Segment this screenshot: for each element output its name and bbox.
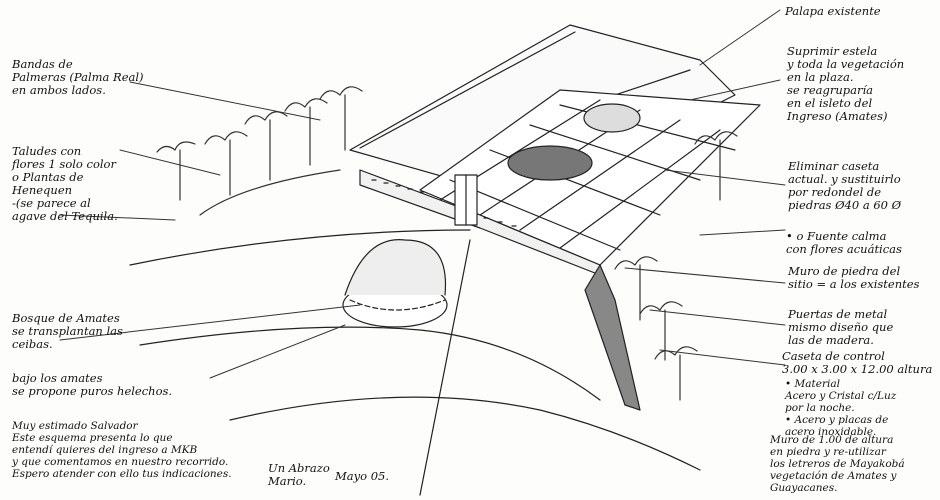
note-puertas-metal: Puertas de metal mismo diseño que las de… xyxy=(788,307,894,347)
note-bajo-amates: bajo los amates se propone puros helecho… xyxy=(12,371,173,398)
note-muro-final: Muro de 1.00 de altura en piedra y re-ut… xyxy=(770,434,905,494)
note-muro-piedra: Muro de piedra del sitio = a los existen… xyxy=(788,264,920,291)
note-taludes: Taludes con flores 1 solo color o Planta… xyxy=(12,144,118,223)
palm-band-left xyxy=(156,86,363,216)
leader-lines xyxy=(59,9,786,379)
note-fuente: • o Fuente calma con flores acuáticas xyxy=(786,229,902,256)
palm-band-right xyxy=(614,131,738,401)
note-eliminar-caseta: Eliminar caseta actual. y sustituirlo po… xyxy=(788,159,902,212)
note-bosque-amates: Bosque de Amates se transplantan las cei… xyxy=(12,311,123,351)
note-material: • Material Acero y Cristal c/Luz por la … xyxy=(785,378,897,438)
note-palapa: Palapa existente xyxy=(785,4,881,18)
oval-fountain xyxy=(507,145,593,181)
note-suprimir-estela: Suprimir estela y toda la vegetación en … xyxy=(787,44,905,123)
note-letter: Muy estimado Salvador Este esquema prese… xyxy=(12,420,232,480)
note-date: Mayo 05. xyxy=(335,469,389,483)
stone-wall-right xyxy=(584,264,641,411)
note-caseta-control: Caseta de control 3.00 x 3.00 x 12.00 al… xyxy=(782,349,933,376)
note-signature: Un Abrazo Mario. xyxy=(268,461,330,488)
note-palm-bands: Bandas de Palmeras (Palma Real) en ambos… xyxy=(12,57,144,97)
